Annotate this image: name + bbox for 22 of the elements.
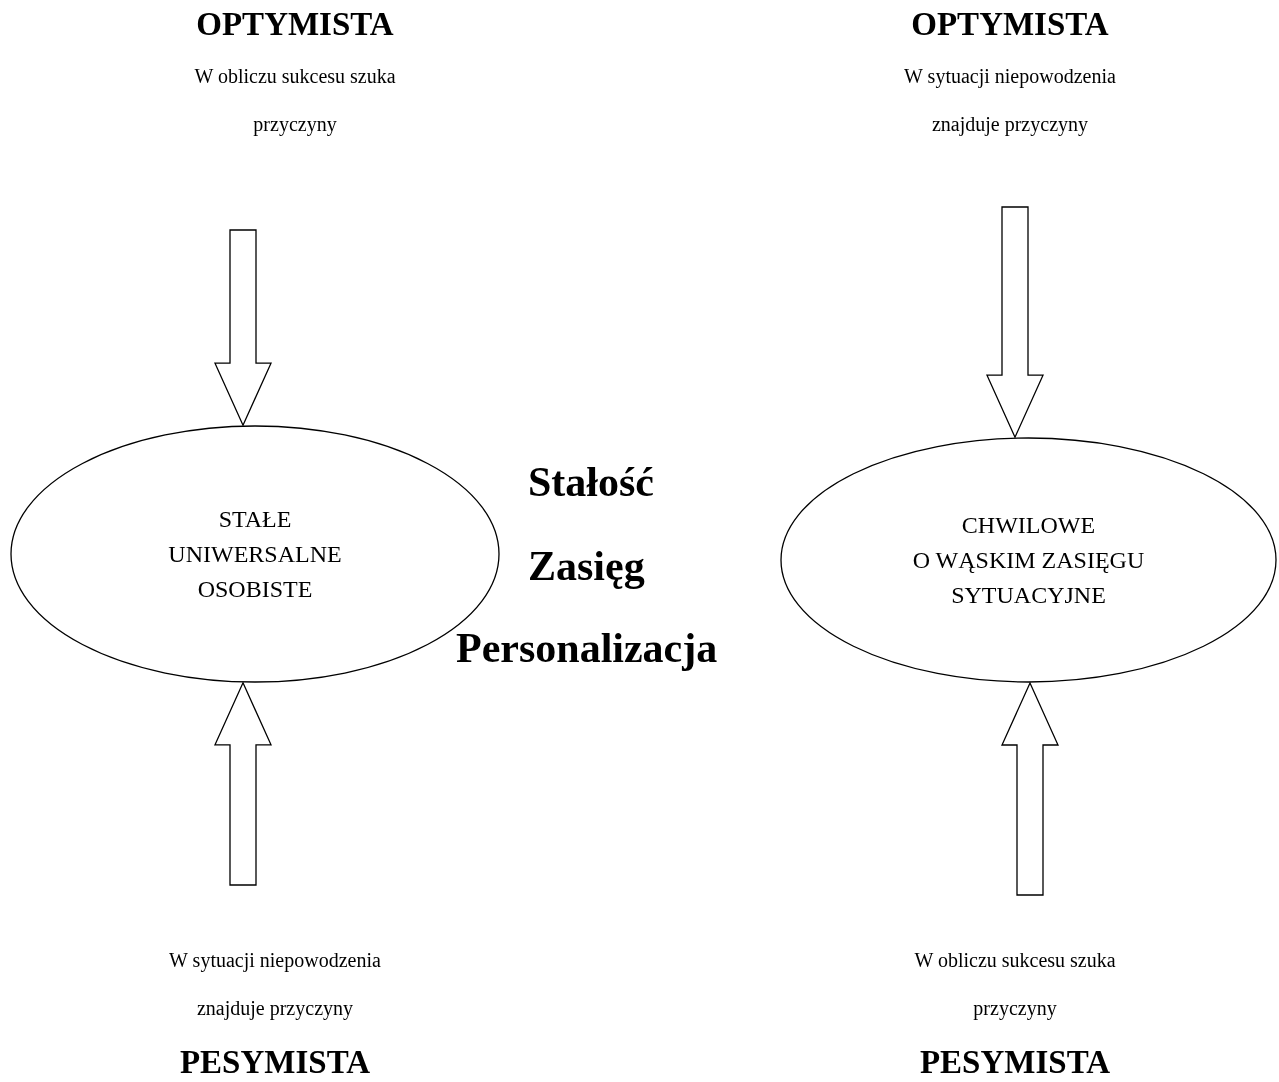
description-text: W obliczu sukcesu szuka przyczyny [193, 64, 397, 138]
dimension-label: Zasięg [528, 542, 645, 590]
block-arrow [214, 229, 272, 427]
block-arrow [986, 206, 1044, 439]
dimension-label: Stałość [528, 458, 654, 506]
ellipse-node [780, 437, 1277, 683]
ellipse-label: UNIWERSALNE [168, 539, 342, 569]
dimension-label: Personalizacja [456, 624, 718, 672]
block-arrow [214, 681, 272, 886]
role-heading: OPTYMISTA [196, 5, 394, 44]
role-heading: PESYMISTA [919, 1043, 1111, 1082]
ellipse-label: SYTUACYJNE [951, 580, 1106, 610]
description-text: W sytuacji niepowodzenia znajduje przyczyny [903, 64, 1117, 138]
block-arrow [1001, 681, 1059, 896]
ellipse-label: O WĄSKIM ZASIĘGU [912, 545, 1145, 575]
role-heading: OPTYMISTA [911, 5, 1109, 44]
ellipse-label: OSOBISTE [197, 574, 313, 604]
description-text: W sytuacji niepowodzenia znajduje przyczyny [168, 948, 382, 1022]
ellipse-label: STAŁE [218, 504, 292, 534]
role-heading: PESYMISTA [179, 1043, 371, 1082]
ellipse-label: CHWILOWE [961, 510, 1096, 540]
description-text: W obliczu sukcesu szuka przyczyny [913, 948, 1117, 1022]
